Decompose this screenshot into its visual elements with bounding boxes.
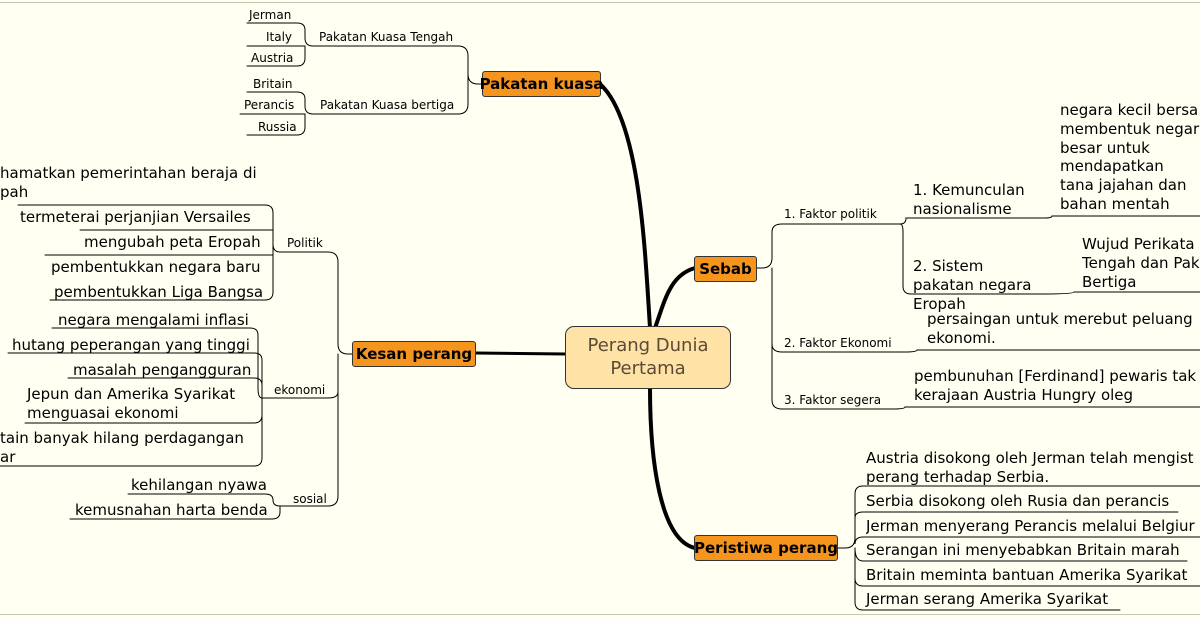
peristiwa-connector: [854, 547, 1121, 611]
bottom-border: [0, 614, 1200, 615]
tengah-connector: [246, 22, 314, 47]
pakatan-bertiga-item[interactable]: Britain: [253, 77, 293, 91]
branch-kesan-perang[interactable]: Kesan perang: [352, 341, 476, 367]
peristiwa-item[interactable]: Serangan ini menyebabkan Britain marah: [866, 541, 1180, 559]
sebab-faktor-ekonomi[interactable]: 2. Faktor Ekonomi: [784, 336, 892, 350]
branch-pakatan-kuasa[interactable]: Pakatan kuasa: [480, 71, 603, 97]
politik-sebab-connector: [899, 223, 1041, 295]
sebab-faktor-politik[interactable]: 1. Faktor politik: [784, 207, 877, 221]
branch-peristiwa-perang[interactable]: Peristiwa perang: [694, 535, 838, 561]
peristiwa-item[interactable]: Britain meminta bantuan Amerika Syarikat: [866, 566, 1188, 584]
central-topic-line2: Pertama: [610, 357, 686, 379]
ekonomi-connector: [7, 352, 263, 399]
ekonomi-connector: [51, 327, 263, 399]
kesan-sosial-item[interactable]: kemusnahan harta benda: [75, 501, 268, 519]
kesan-ekonomi-label[interactable]: ekonomi: [274, 383, 326, 397]
politik-connector: [17, 204, 281, 253]
sebab-nasionalisme-desc[interactable]: negara kecil bersa membentuk negar besar…: [1060, 101, 1200, 213]
kesan-politik-item[interactable]: pembentukkan negara baru: [51, 258, 261, 276]
politik-sebab-connector: [899, 217, 1046, 225]
kesan-politik-item[interactable]: mengubah peta Eropah: [84, 233, 261, 251]
sistem-connector: [1039, 291, 1200, 295]
pakatan-tengah-item[interactable]: Italy: [266, 30, 293, 44]
pakatan-tengah-item[interactable]: Austria: [251, 51, 294, 65]
kesan-politik-item[interactable]: termeterai perjanjian Versailes: [20, 208, 251, 226]
pakatan-bertiga-label[interactable]: Pakatan Kuasa bertiga: [320, 98, 455, 112]
main-branch-peristiwa: [648, 386, 697, 550]
pakatan-bertiga-item[interactable]: Perancis: [244, 98, 295, 112]
sebab-segera-desc[interactable]: pembunuhan [Ferdinand] pewaris tak keraj…: [914, 367, 1197, 405]
main-branch-kesan: [474, 351, 568, 356]
sosial-connector: [69, 505, 281, 520]
peristiwa-connector: [854, 511, 1179, 539]
peristiwa-connector: [854, 536, 1200, 545]
politik-connector: [79, 229, 274, 253]
segera-connector: [892, 406, 1200, 410]
sebab-sistem-pakatan[interactable]: 2. Sistem pakatan negara Eropah: [913, 257, 1032, 313]
kesan-top-text[interactable]: hamatkan pemerintahan beraja di pah: [0, 164, 257, 201]
politik-connector: [49, 251, 274, 301]
kesan-ekonomi-item[interactable]: hutang peperangan yang tinggi: [12, 336, 250, 354]
kesan-politik-item[interactable]: pembentukkan Liga Bangsa: [54, 283, 264, 301]
pakatan-tengah-item[interactable]: Jerman: [249, 8, 292, 22]
kesan-ekonomi-item[interactable]: tain banyak hilang perdagangan ar: [0, 429, 244, 466]
kesan-sosial-label[interactable]: sosial: [293, 492, 327, 506]
politik-connector: [44, 251, 274, 256]
kesan-connector: [279, 251, 353, 355]
top-border: [0, 2, 1200, 3]
sebab-connector: [771, 339, 894, 410]
sebab-connector: [756, 223, 901, 269]
sebab-nasionalisme[interactable]: 1. Kemunculan nasionalisme: [913, 181, 1025, 218]
peristiwa-item[interactable]: Austria disokong oleh Jerman telah mengi…: [866, 449, 1194, 486]
kesan-ekonomi-item[interactable]: masalah pengangguran: [73, 361, 252, 379]
branch-sebab[interactable]: Sebab: [694, 256, 757, 282]
bertiga-connector: [246, 91, 314, 115]
sebab-faktor-segera[interactable]: 3. Faktor segera: [784, 393, 882, 407]
central-topic[interactable]: Perang Dunia Pertama: [565, 326, 731, 389]
main-branch-pakatan: [598, 82, 652, 330]
ekonomi-connector: [67, 377, 263, 399]
central-topic-line1: Perang Dunia: [587, 335, 709, 356]
bertiga-connector: [246, 113, 306, 136]
pakatan-tengah-label[interactable]: Pakatan Kuasa Tengah: [319, 30, 454, 44]
kesan-sosial-item[interactable]: kehilangan nyawa: [131, 476, 267, 494]
nasionalisme-connector: [1044, 215, 1200, 219]
sosial-connector: [127, 493, 281, 507]
peristiwa-item[interactable]: Jerman menyerang Perancis melalui Belgiu…: [866, 517, 1195, 535]
kesan-politik-label[interactable]: Politik: [287, 236, 323, 250]
ekonomi-connector: [0, 397, 263, 467]
pakatan-connector: [312, 45, 483, 85]
pakatan-connector: [312, 73, 469, 115]
main-branch-sebab: [653, 266, 697, 330]
peristiwa-item[interactable]: Serbia disokong oleh Rusia dan perancis: [866, 492, 1170, 510]
ekonomi-sebab-connector: [904, 349, 1200, 353]
pakatan-bertiga-item[interactable]: Russia: [258, 120, 297, 134]
tengah-connector: [246, 45, 306, 67]
kesan-ekonomi-item[interactable]: Jepun dan Amerika Syarikat menguasai eko…: [27, 385, 236, 422]
peristiwa-item[interactable]: Jerman serang Amerika Syarikat: [866, 590, 1109, 608]
kesan-ekonomi-item[interactable]: negara mengalami inflasi: [58, 311, 249, 329]
sebab-sistem-desc[interactable]: Wujud Perikata Tengah dan Pak Bertiga: [1082, 235, 1200, 291]
kesan-connector: [279, 391, 339, 507]
sebab-ekonomi-desc[interactable]: persaingan untuk merebut peluang ekonomi…: [927, 310, 1193, 347]
